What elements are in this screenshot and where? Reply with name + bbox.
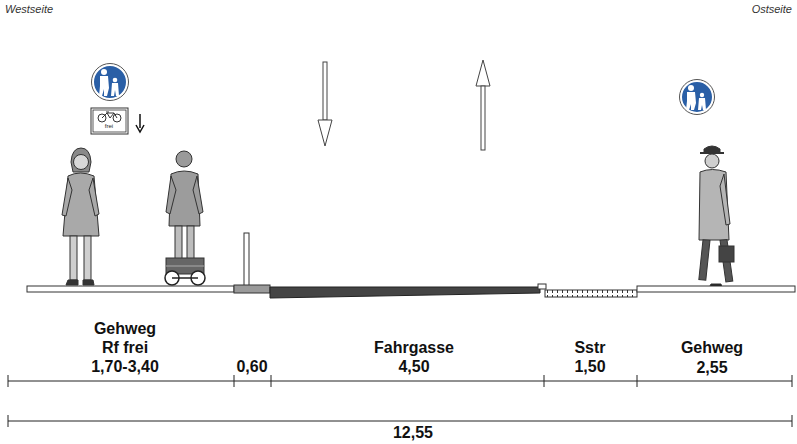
pedestrian-man [699, 146, 734, 288]
section-name: Sstr [574, 339, 605, 357]
bollard [244, 233, 249, 286]
pedestrian-sign [680, 80, 715, 115]
section-name: Fahrgasse [374, 339, 454, 357]
direction-arrow-up [476, 60, 490, 150]
side-label: Ostseite [752, 3, 792, 16]
bike-free-plate [91, 108, 128, 134]
parking-strip [545, 290, 637, 297]
sidewalk-west [27, 286, 234, 292]
carriageway [270, 287, 540, 298]
dimension-value: 1,70-3,40 [91, 358, 159, 376]
pedestrian-woman [62, 148, 99, 285]
direction-arrow-down [318, 62, 332, 146]
separation-strip [234, 285, 270, 293]
section-note: Rf frei [102, 339, 148, 357]
dimension-value: 1,50 [574, 358, 605, 376]
dimension-value: 0,60 [236, 358, 267, 376]
dimension-value: 4,50 [398, 358, 429, 376]
section-name: Gehweg [94, 320, 156, 338]
section-name: Gehweg [681, 339, 743, 357]
total-dimension: 12,55 [393, 424, 433, 442]
dimension-line [8, 375, 792, 387]
pedestrian-sign [92, 64, 129, 101]
dimension-value: 2,55 [696, 359, 727, 377]
cyclist [165, 151, 205, 285]
sidewalk-east [637, 286, 795, 292]
curb [538, 284, 546, 289]
side-label: Westseite [5, 3, 53, 16]
direction-arrow-small [136, 114, 144, 132]
sign-text: frei [105, 123, 113, 130]
